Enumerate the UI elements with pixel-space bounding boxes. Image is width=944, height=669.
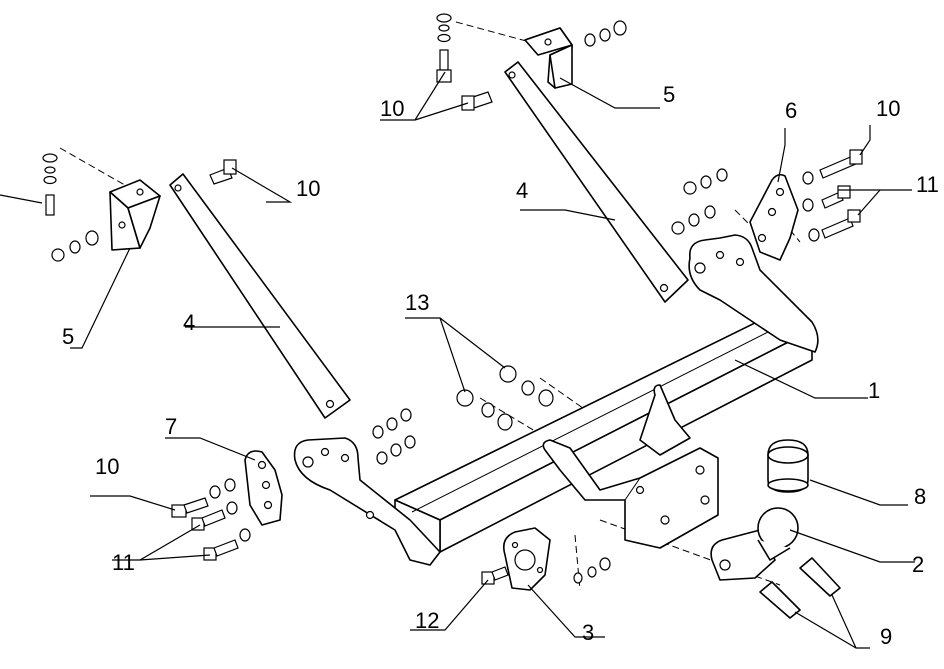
cross-beam-part-1 [394,317,813,553]
callout-5-upper: 5 [663,82,675,107]
callout-13: 13 [405,290,429,315]
callout-5-lower: 5 [62,324,74,349]
callout-3: 3 [582,620,594,645]
callout-8: 8 [914,484,926,509]
strap-part-4-upper [504,61,689,303]
center-receiver-bracket [542,384,719,549]
plate-part-7 [244,450,283,526]
callout-10-right: 10 [876,96,900,121]
callout-2: 2 [912,552,924,577]
callout-10-left: 10 [296,176,320,201]
right-side-plate [688,234,819,353]
tow-ball-part-2 [710,507,799,581]
callout-4-lower: 4 [183,310,195,335]
leader-lines [0,71,915,649]
angle-bracket-part-5-lower [109,179,161,251]
angle-bracket-part-5-upper [524,27,573,89]
callout-labels: 1 2 3 4 4 5 5 6 7 8 9 10 10 10 10 11 11 … [62,82,939,649]
callout-4-upper: 4 [516,178,528,203]
hardware-fasteners [42,13,863,585]
callout-1: 1 [868,378,880,403]
callout-7: 7 [165,414,177,439]
callout-11-left: 11 [112,550,135,575]
callout-9: 9 [880,624,892,649]
callout-10-top: 10 [380,96,404,121]
socket-plate-part-3 [502,527,551,591]
left-side-plate [293,437,441,566]
strap-part-4-lower [169,173,351,419]
ball-cap-part-8 [767,439,809,493]
bolts-part-9 [759,557,841,619]
callout-6: 6 [785,98,797,123]
callout-12: 12 [415,608,439,633]
callout-10-bottom-left: 10 [95,454,119,479]
callout-11-right: 11 [916,172,939,197]
plate-part-6 [749,173,799,261]
